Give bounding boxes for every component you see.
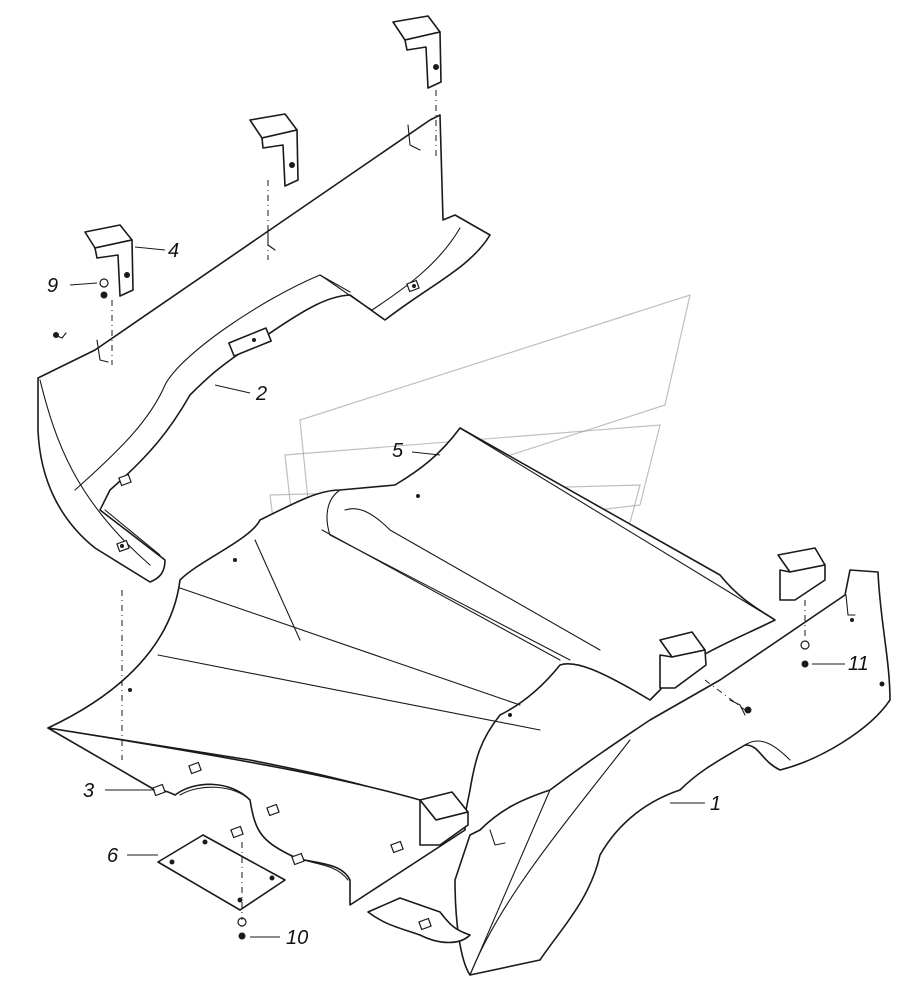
callout-6: 6 [107,845,119,867]
part-3-front-plate [47,727,466,906]
callout-labels: 4 9 2 5 3 6 10 11 1 [47,240,869,949]
bracket-left [84,224,134,297]
fastener-9 [53,278,109,339]
bracket-right [392,15,442,89]
callout-1: 1 [710,793,721,815]
part-4-brackets [84,15,442,297]
callout-3: 3 [83,780,94,802]
callout-2: 2 [255,383,267,405]
callout-11: 11 [848,653,869,675]
part-6-cover-plate [157,834,286,911]
callout-4: 4 [168,240,179,262]
fastener-10 [237,917,247,940]
assembly-axes [111,90,806,920]
part-1-brackets [419,547,826,846]
callout-leaders [69,246,845,938]
callout-5: 5 [392,440,404,462]
bracket-middle [249,113,299,187]
callout-10: 10 [286,927,308,949]
callout-9: 9 [47,275,58,297]
fastener-11 [729,640,810,716]
part-1-side-panel [367,569,891,976]
